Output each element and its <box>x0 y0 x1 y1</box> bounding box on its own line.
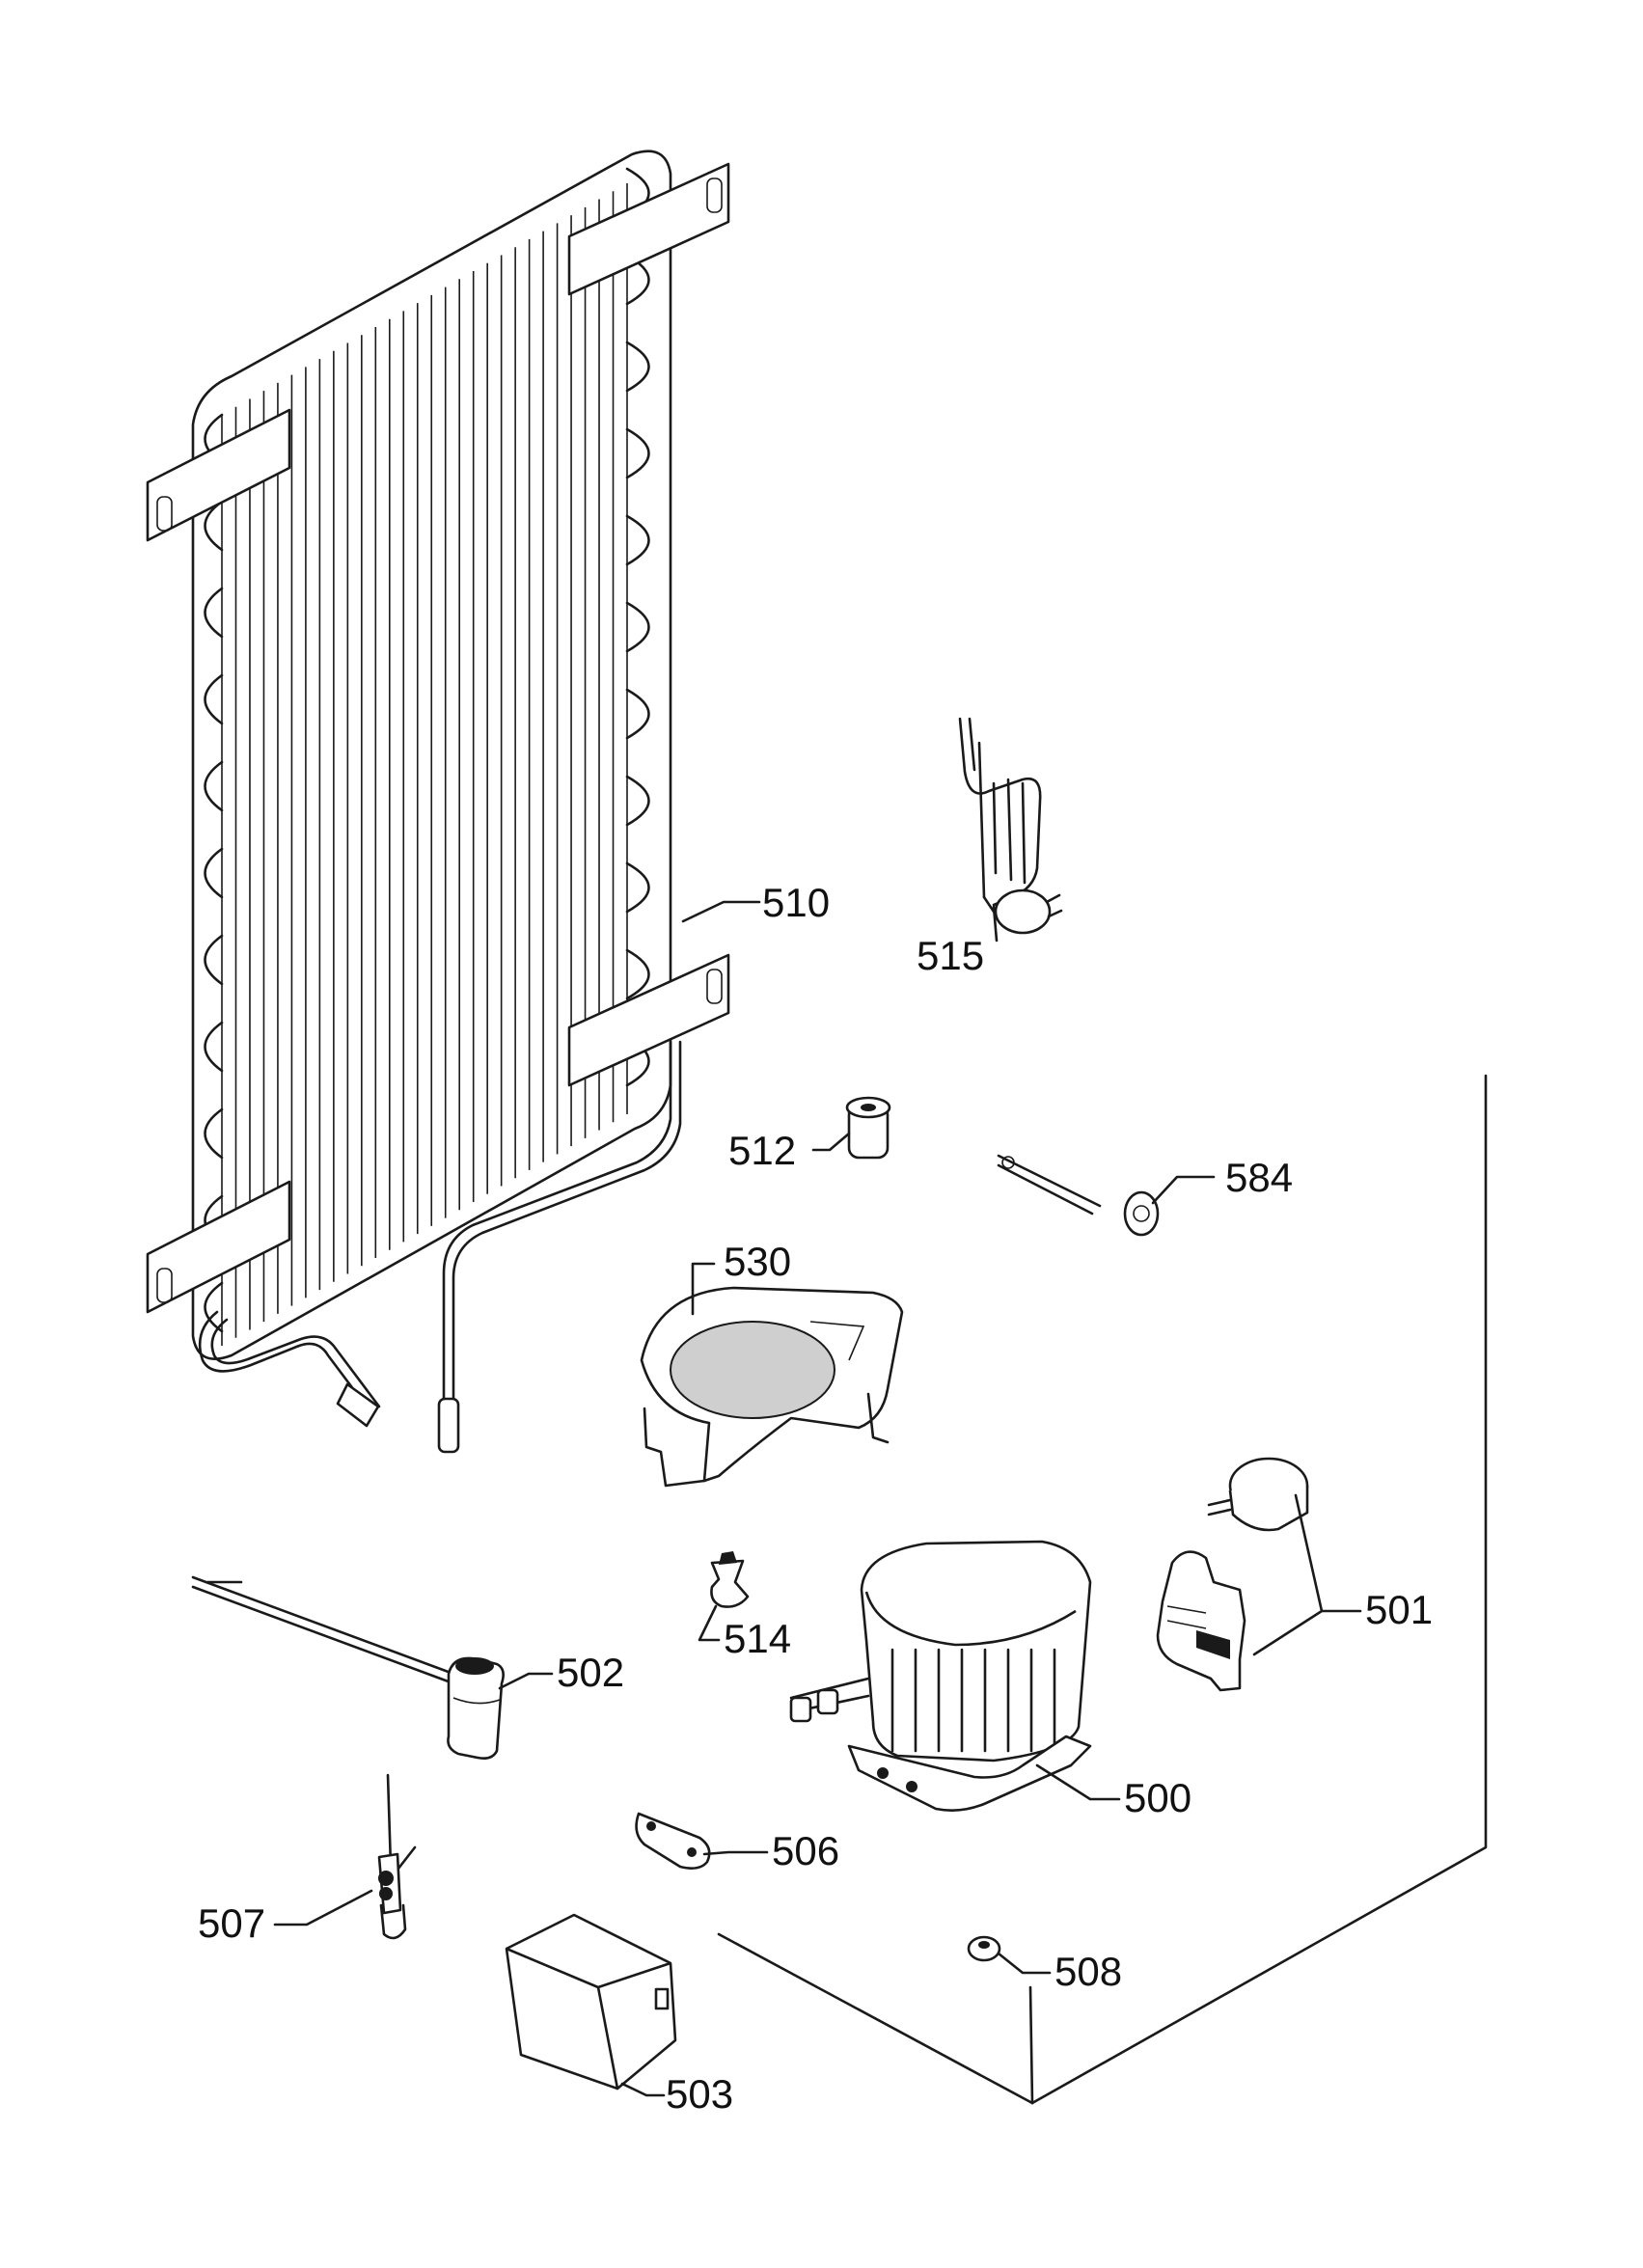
callout-530: 530 <box>724 1239 791 1284</box>
callout-500: 500 <box>1124 1775 1191 1820</box>
mounting-grommet-icon <box>710 1551 750 1608</box>
compressor-icon <box>789 1540 1092 1812</box>
callout-508: 508 <box>1054 1949 1122 1994</box>
condenser-loop-left <box>204 673 224 725</box>
callout-512: 512 <box>728 1128 796 1173</box>
condenser-loop-right <box>625 427 650 479</box>
leader-lines <box>273 900 1362 2097</box>
callout-507: 507 <box>198 1900 265 1946</box>
washer-icon <box>967 1935 1001 1962</box>
starter-relay-icon <box>1156 1457 1309 1692</box>
drip-tray-icon <box>640 1286 904 1488</box>
capacitor-icon <box>191 1575 505 1760</box>
callout-503: 503 <box>666 2071 733 2117</box>
filter-drier-icon <box>377 1773 417 1940</box>
condenser-loop-right <box>625 688 650 740</box>
callout-506: 506 <box>772 1828 839 1873</box>
relay-cover-icon <box>505 1913 677 2090</box>
callout-510: 510 <box>762 880 830 925</box>
callout-515: 515 <box>917 933 984 978</box>
callout-514: 514 <box>724 1616 791 1661</box>
condenser-loop-left <box>204 760 224 812</box>
condenser-loop-left <box>204 1021 224 1073</box>
clip-icon <box>635 1812 711 1870</box>
callout-584: 584 <box>1225 1155 1293 1200</box>
grommet-icon <box>845 1096 891 1160</box>
condenser-loop-left <box>204 1281 224 1333</box>
condenser-loop-left <box>204 587 224 639</box>
cabinet-outline <box>717 1074 1488 2105</box>
sensor-probe-icon <box>997 1154 1160 1237</box>
power-cord-icon <box>958 717 1063 935</box>
condenser-loop-right <box>625 861 650 914</box>
condenser-loop-right <box>625 948 650 1000</box>
condenser-loop-left <box>204 1107 224 1160</box>
condenser-loop-right <box>625 341 650 393</box>
callout-502: 502 <box>557 1650 624 1695</box>
callout-labels: 510 515 512 584 530 501 502 514 500 506 … <box>198 880 1433 2117</box>
condenser-loop-left <box>204 847 224 899</box>
condenser-coil-icon <box>146 150 730 1454</box>
condenser-loop-right <box>625 514 650 566</box>
callout-501: 501 <box>1365 1587 1433 1632</box>
condenser-loop-right <box>625 775 650 827</box>
condenser-loop-right <box>625 601 650 653</box>
condenser-loop-left <box>204 934 224 986</box>
